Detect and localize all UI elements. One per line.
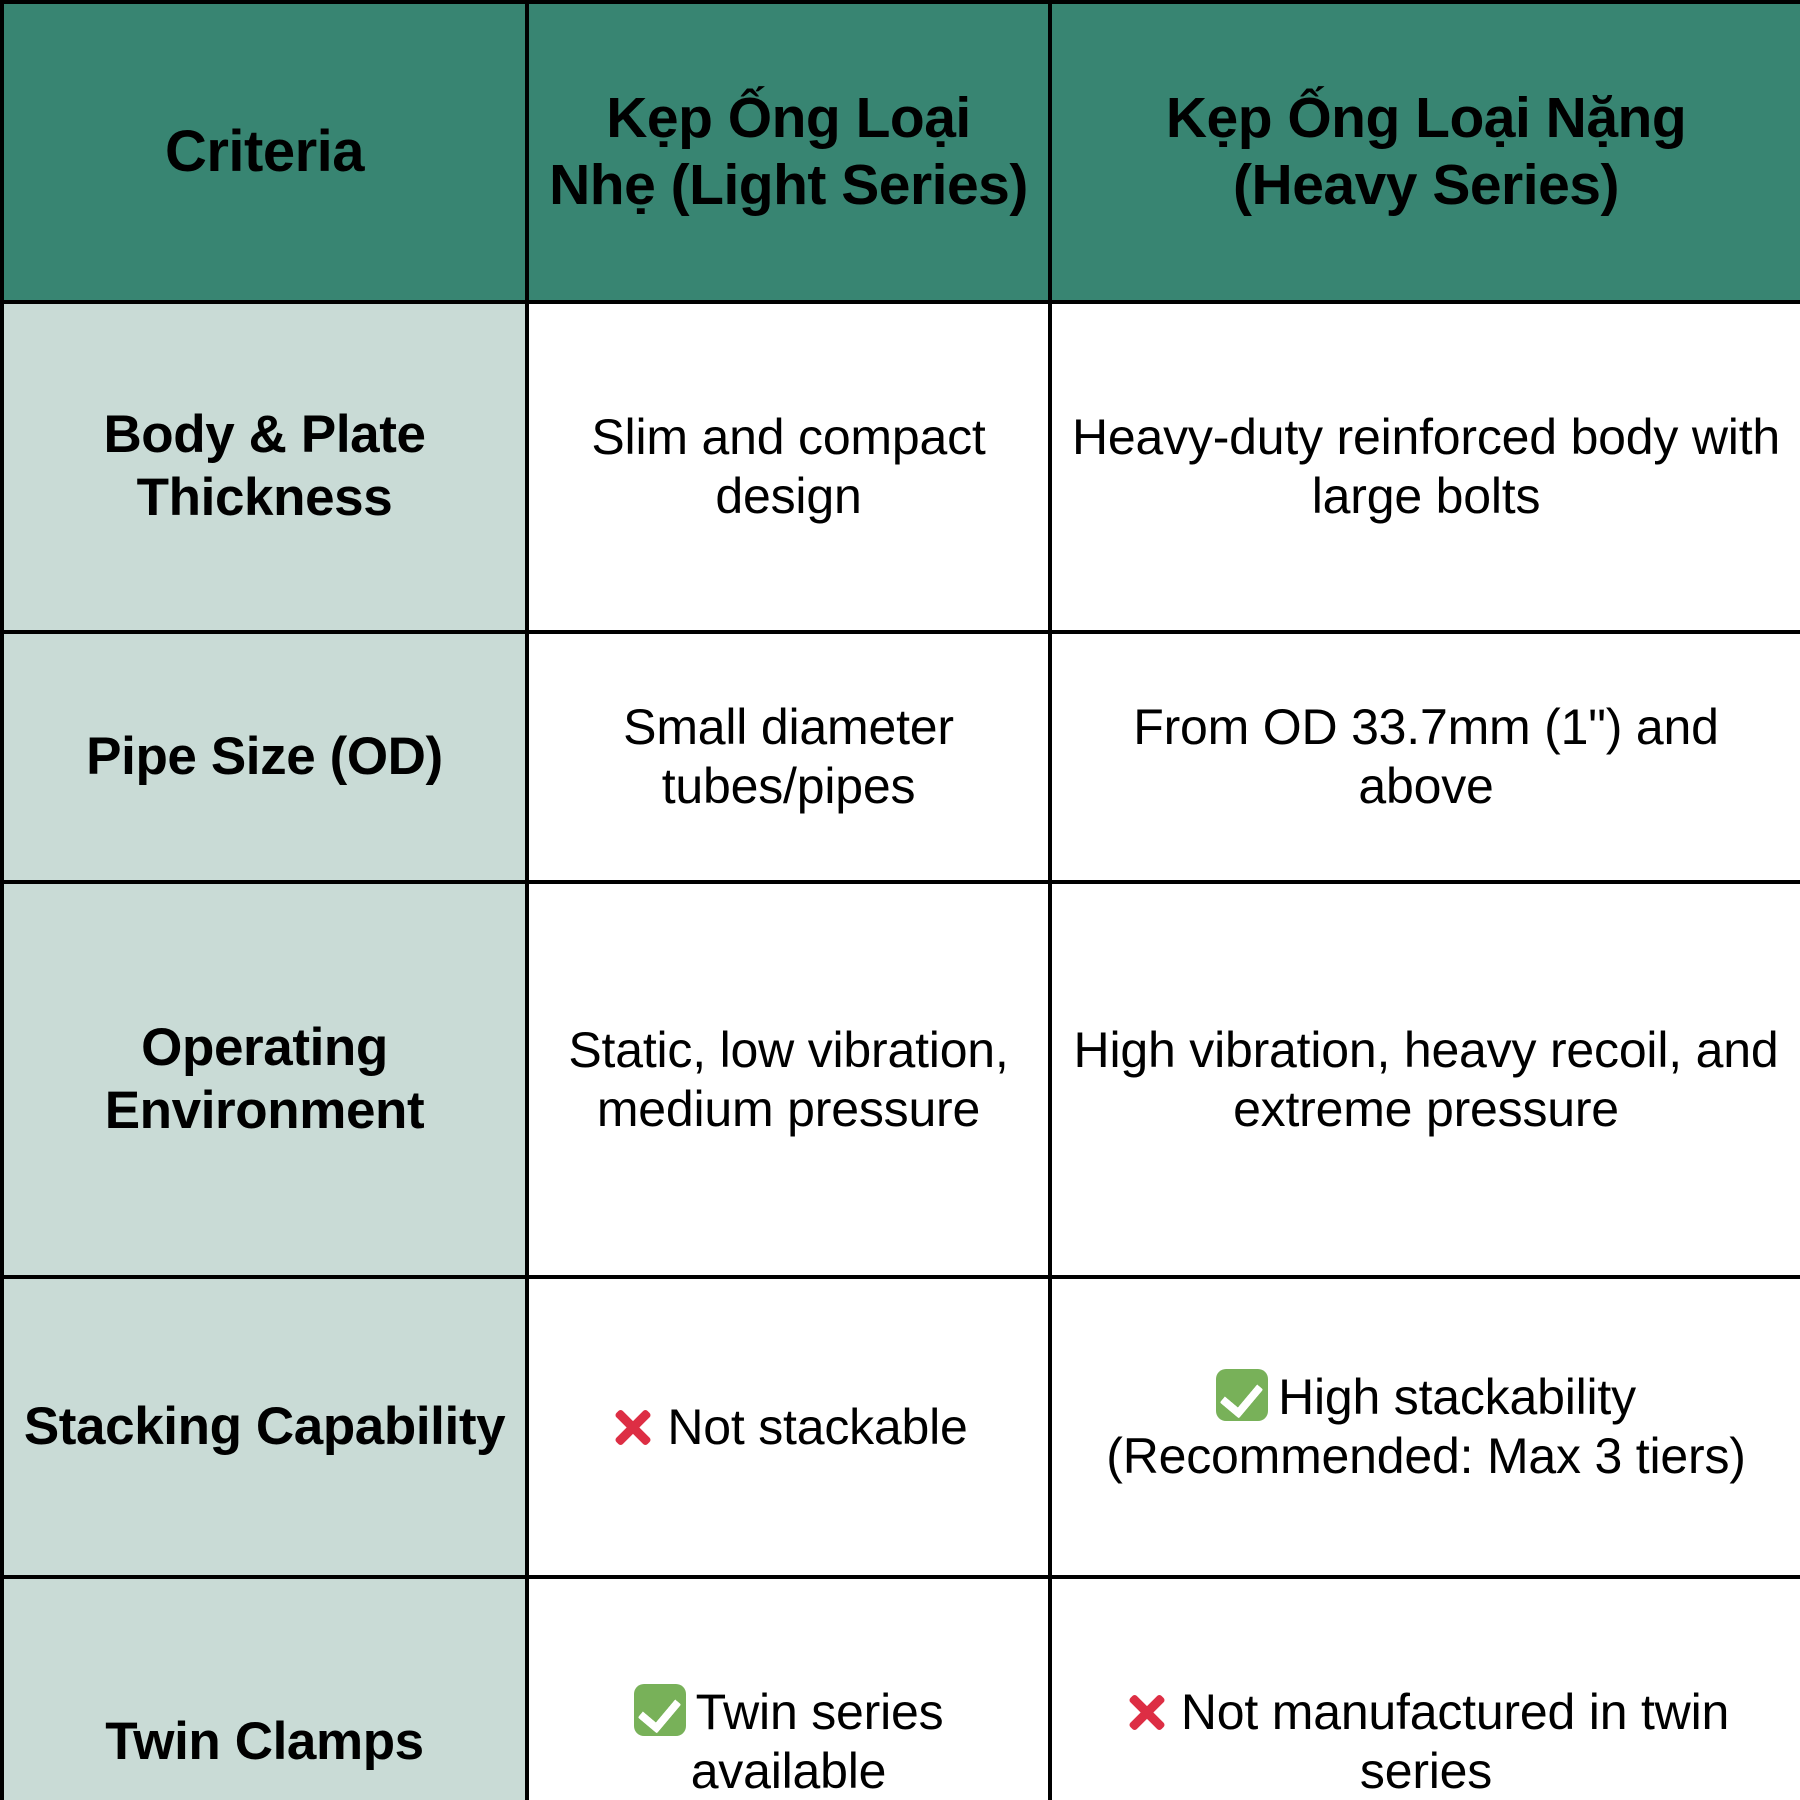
cell-text: Static, low vibration, medium pressure	[568, 1021, 1009, 1137]
cell-heavy-twin-clamps: Not manufactured in twin series	[1048, 1575, 1800, 1800]
check-mark-icon	[1216, 1369, 1269, 1421]
cell-text: High vibration, heavy recoil, and extrem…	[1073, 1021, 1779, 1137]
cell-light-pipe-size-od: Small diameter tubes/pipes	[525, 630, 1052, 884]
cell-text: From OD 33.7mm (1") and above	[1133, 699, 1719, 814]
cell-text: Slim and compact design	[591, 409, 986, 524]
cell-light-operating-environment: Static, low vibration, medium pressure	[525, 880, 1052, 1279]
column-header-criteria: Criteria	[0, 0, 529, 304]
cell-light-stacking-capability: Not stackable	[525, 1275, 1052, 1579]
cell-text: Not manufactured in twin series	[1180, 1684, 1730, 1799]
cell-text: High stackability (Recommended: Max 3 ti…	[1106, 1369, 1746, 1484]
cell-heavy-stacking-capability: High stackability (Recommended: Max 3 ti…	[1048, 1275, 1800, 1579]
check-mark-icon	[633, 1684, 686, 1736]
cell-heavy-operating-environment: High vibration, heavy recoil, and extrem…	[1048, 880, 1800, 1279]
table-row: Stacking Capability Not stackable High s…	[0, 1275, 1800, 1579]
cell-light-body-plate-thickness: Slim and compact design	[525, 300, 1052, 634]
table-row: Twin Clamps Twin series available Not ma…	[0, 1575, 1800, 1800]
criteria-label-stacking-capability: Stacking Capability	[0, 1275, 529, 1579]
cross-mark-icon	[1123, 1688, 1171, 1736]
criteria-label-pipe-size-od: Pipe Size (OD)	[0, 630, 529, 884]
table-row: Body & Plate Thickness Slim and compact …	[0, 300, 1800, 634]
cell-heavy-pipe-size-od: From OD 33.7mm (1") and above	[1048, 630, 1800, 884]
table-row: Pipe Size (OD) Small diameter tubes/pipe…	[0, 630, 1800, 884]
cell-text: Twin series available	[690, 1684, 944, 1799]
column-header-light-series: Kẹp Ống Loại Nhẹ (Light Series)	[525, 0, 1052, 304]
cell-light-twin-clamps: Twin series available	[525, 1575, 1052, 1800]
cell-text: Not stackable	[667, 1398, 968, 1455]
cell-heavy-body-plate-thickness: Heavy-duty reinforced body with large bo…	[1048, 300, 1800, 634]
cross-mark-icon	[609, 1403, 657, 1451]
table-row: Operating Environment Static, low vibrat…	[0, 880, 1800, 1279]
cell-text: Small diameter tubes/pipes	[623, 699, 954, 814]
table-header-row: Criteria Kẹp Ống Loại Nhẹ (Light Series)…	[0, 0, 1800, 304]
criteria-label-twin-clamps: Twin Clamps	[0, 1575, 529, 1800]
criteria-label-body-plate-thickness: Body & Plate Thickness	[0, 300, 529, 634]
criteria-label-operating-environment: Operating Environment	[0, 880, 529, 1279]
cell-text: Heavy-duty reinforced body with large bo…	[1071, 409, 1781, 524]
column-header-heavy-series: Kẹp Ống Loại Nặng (Heavy Series)	[1048, 0, 1800, 304]
